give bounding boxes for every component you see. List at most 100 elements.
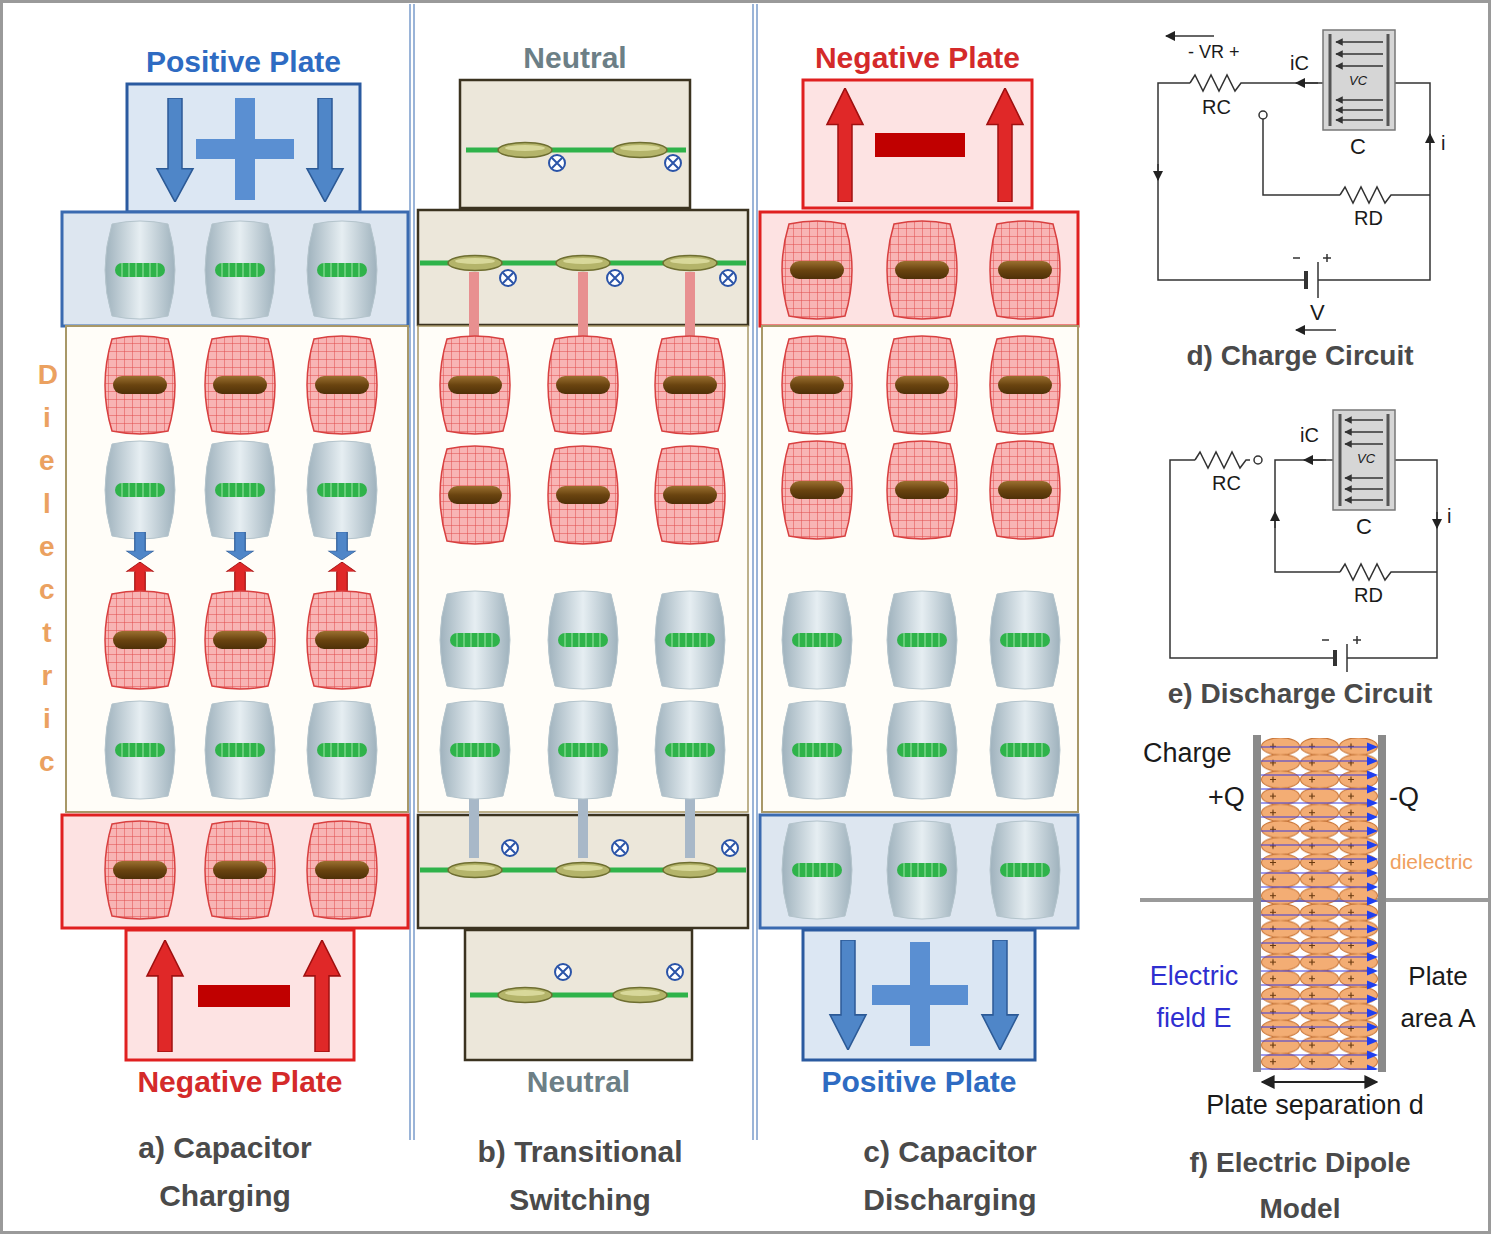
dipole-molecules xyxy=(205,441,275,539)
plate-heading: Positive Plate xyxy=(146,44,341,80)
neutral-plates xyxy=(556,256,610,271)
dipole-molecules xyxy=(227,562,254,592)
negative-plate-terminal xyxy=(803,80,1032,208)
charge-circuit xyxy=(1293,254,1331,262)
dipole-molecules xyxy=(307,441,377,539)
positive-plate-terminal xyxy=(803,930,1035,1060)
dipole-molecules xyxy=(307,701,377,799)
current-label: iC xyxy=(1300,424,1319,447)
dipole-molecules xyxy=(329,532,356,560)
charge-circuit xyxy=(1296,82,1318,84)
dipole-molecules xyxy=(887,591,957,689)
dipole-molecules xyxy=(205,821,275,919)
discharge-circuit xyxy=(1322,636,1361,644)
positive-plate-terminal xyxy=(910,942,930,1046)
neutral-plates xyxy=(607,270,623,286)
charge-circuit xyxy=(1323,30,1395,130)
dipole-molecules xyxy=(127,562,154,592)
neutral-box: Neutral xyxy=(465,930,692,1060)
current-label: i xyxy=(1441,132,1445,155)
dipole-molecules xyxy=(307,336,377,434)
dipole-molecules xyxy=(887,441,957,539)
dipole-model xyxy=(1262,1081,1377,1083)
positive-plate-terminal xyxy=(830,940,866,1050)
dipole-molecules xyxy=(782,221,852,319)
plate-heading: Neutral xyxy=(527,1064,630,1100)
voltage-label: VC xyxy=(1347,74,1369,89)
dipole-molecules xyxy=(782,821,852,919)
discharge-circuit xyxy=(1304,459,1326,461)
negative-plate-box: Negative Plate xyxy=(803,80,1032,208)
charge-circuit xyxy=(1336,41,1383,43)
negative-plate-terminal xyxy=(198,985,290,1007)
dipole-molecules xyxy=(127,532,154,560)
neutral-plates xyxy=(418,80,748,1060)
neutral-plates xyxy=(420,150,746,995)
plate-heading: Neutral xyxy=(523,40,626,76)
dipole-molecules xyxy=(655,701,725,799)
dipole-molecules xyxy=(205,701,275,799)
neutral-plates xyxy=(498,988,552,1003)
voltage-label: - VR + xyxy=(1188,42,1240,63)
dipole-molecules xyxy=(440,446,510,544)
charge-circuit xyxy=(1387,34,1390,126)
resistor-label: RD xyxy=(1354,207,1383,230)
neutral-plates xyxy=(663,863,717,878)
dipole-molecules xyxy=(469,796,479,858)
field-label: Electric field E xyxy=(1138,955,1250,1039)
dipole-molecules xyxy=(307,821,377,919)
neutral-plates xyxy=(498,143,552,158)
dipole-molecules xyxy=(655,446,725,544)
frame xyxy=(410,4,757,1140)
discharge-circuit xyxy=(1275,460,1340,572)
positive-plate-terminal xyxy=(127,84,360,212)
resistor-label: RC xyxy=(1202,96,1231,119)
negative-plate-terminal xyxy=(147,940,183,1052)
positive-plate-box: Positive Plate xyxy=(127,84,360,212)
charge-circuit xyxy=(1317,262,1319,298)
charge-circuit xyxy=(1304,271,1308,289)
dipole-molecules xyxy=(782,591,852,689)
current-label: iC xyxy=(1290,52,1309,75)
dipole-molecules xyxy=(105,221,377,919)
negative-plate-terminal xyxy=(126,930,354,1060)
positive-plate-terminal xyxy=(307,98,343,202)
discharge-circuit xyxy=(1387,414,1390,506)
dipole-molecules xyxy=(105,336,175,434)
dipole-molecules xyxy=(578,272,588,340)
neutral-plates xyxy=(448,256,502,271)
neutral-plates xyxy=(722,840,738,856)
charge-circuit xyxy=(1429,134,1431,150)
dipole-molecules xyxy=(548,701,618,799)
charge-circuit xyxy=(1336,65,1383,67)
charge-label: Charge xyxy=(1143,738,1232,769)
dipole-molecules xyxy=(782,221,1060,919)
plate-layer xyxy=(62,212,408,326)
charge-circuit xyxy=(1336,53,1383,55)
dipole-molecules xyxy=(105,441,175,539)
neutral-plates xyxy=(500,270,516,286)
negative-plate-terminal xyxy=(875,133,965,157)
dipole-molecules xyxy=(887,821,957,919)
dipole-molecules xyxy=(655,591,725,689)
negative-plate-terminal xyxy=(803,80,1032,208)
dipole-molecules xyxy=(205,591,275,689)
dipole-molecules xyxy=(105,821,175,919)
discharge-circuit xyxy=(1254,456,1262,464)
neutral-plates xyxy=(613,988,667,1003)
plate-layer xyxy=(62,212,408,928)
negative-plate-terminal xyxy=(126,930,354,1060)
capacitor-label: C xyxy=(1350,134,1366,159)
dipole-molecules xyxy=(329,562,356,592)
negative-plate-box: Negative Plate xyxy=(126,930,354,1060)
negative-plate-terminal xyxy=(987,88,1023,202)
charge-circuit xyxy=(1190,75,1245,91)
neutral-plates xyxy=(556,863,610,878)
dipole-molecules xyxy=(782,701,852,799)
dipole-molecules xyxy=(105,701,175,799)
panel-caption: b) Transitional Switching xyxy=(455,1128,705,1224)
discharge-circuit xyxy=(1333,650,1337,666)
